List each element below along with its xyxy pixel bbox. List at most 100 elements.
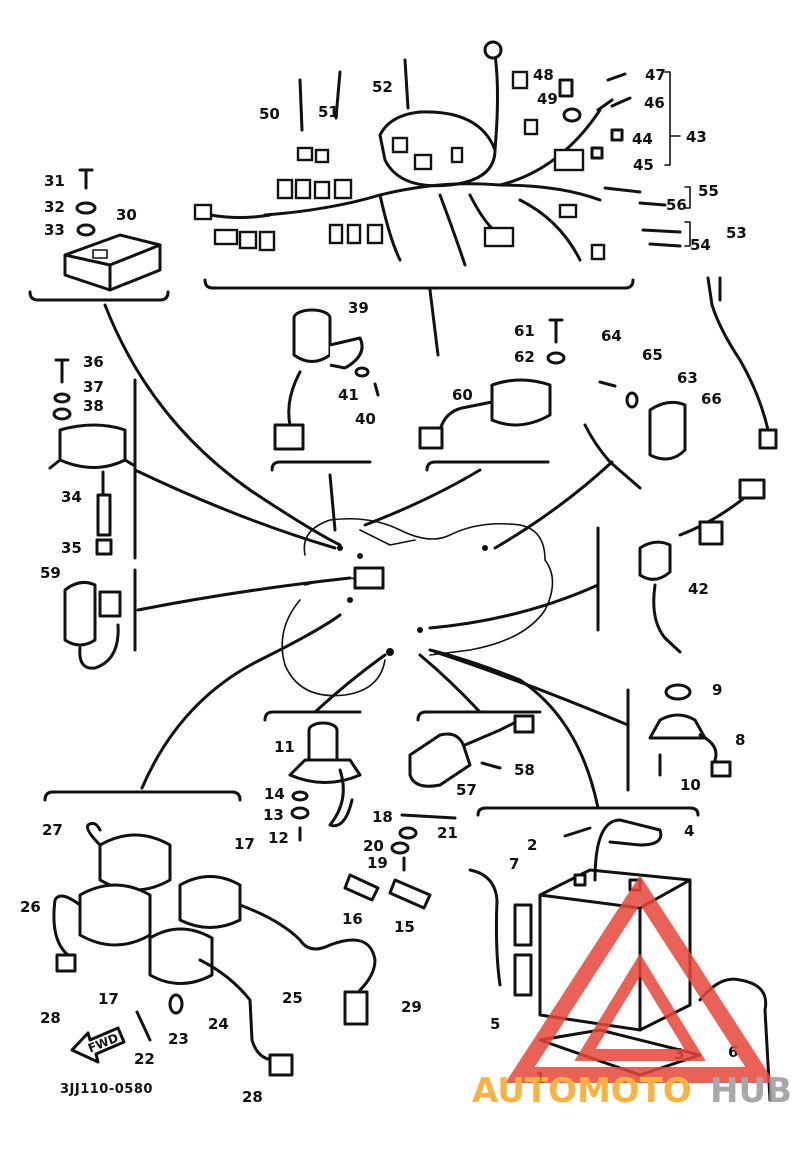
bracket-starter-relay (416, 710, 542, 722)
callout-31: 31 (44, 172, 65, 190)
harness-trunk (263, 182, 602, 217)
callout-17-bottom: 17 (98, 990, 119, 1008)
bracket-43 (664, 71, 681, 166)
callout-28-left: 28 (40, 1009, 61, 1027)
callout-5: 5 (490, 1015, 500, 1033)
watermark: AUTOMOTO HUB (472, 875, 792, 1111)
part-56-wire (638, 201, 667, 207)
watermark-text-secondary: HUB (710, 1071, 792, 1111)
part-59-relay (63, 580, 122, 670)
leader-pickup (363, 468, 482, 527)
part-58-bolt (480, 761, 502, 770)
part-45 (590, 146, 604, 160)
part-7-cable (468, 868, 502, 987)
harness-right-lower (518, 198, 582, 262)
callout-16: 16 (342, 910, 363, 928)
part-65-washer (625, 391, 639, 409)
callout-8: 8 (735, 731, 745, 749)
watermark-triangle-inner (574, 953, 706, 1061)
callout-17-top: 17 (234, 835, 255, 853)
callout-34: 34 (61, 488, 82, 506)
parts-31-33-hardware (75, 168, 97, 237)
callout-58: 58 (514, 761, 535, 779)
harness-drop (378, 193, 402, 262)
part-30-cdi-unit (63, 233, 162, 292)
callout-28-bottom: 28 (242, 1088, 263, 1106)
callout-29: 29 (401, 998, 422, 1016)
callout-47: 47 (645, 66, 666, 84)
part-16-sensor (343, 873, 380, 902)
callout-32: 32 (44, 198, 65, 216)
callout-51: 51 (318, 103, 339, 121)
callout-37: 37 (83, 378, 104, 396)
part-5-tube-2 (513, 953, 533, 997)
part-36-screw (54, 358, 70, 384)
part-8-horn (648, 683, 732, 778)
callout-66: 66 (701, 390, 722, 408)
harness-right-upper (498, 108, 602, 187)
frame-silhouette (281, 517, 554, 697)
part-2-terminal (563, 826, 592, 838)
part-48-bolt (558, 78, 574, 98)
callout-21: 21 (437, 824, 458, 842)
harness-small-parts (298, 58, 691, 248)
callout-40: 40 (355, 410, 376, 428)
watermark-triangle-outer (505, 875, 775, 1083)
sensors-15-21 (343, 813, 457, 910)
part-5-tube (513, 903, 533, 947)
part-53-wire (641, 228, 682, 234)
callout-24: 24 (208, 1015, 229, 1033)
bracket-53-54 (684, 221, 691, 247)
callout-30: 30 (116, 206, 137, 224)
part-62-washer (546, 351, 566, 365)
part-9-gasket (664, 683, 692, 701)
frame-wire (359, 529, 416, 546)
harness-left-branch (208, 213, 272, 219)
callout-57: 57 (456, 781, 477, 799)
part-14-washer (291, 790, 309, 802)
callout-10: 10 (680, 776, 701, 794)
callout-43: 43 (686, 128, 707, 146)
part-15-sensor (388, 878, 432, 910)
callout-50: 50 (259, 105, 280, 123)
leader-harness (428, 288, 440, 357)
bracket-main-switch (270, 460, 372, 472)
callout-53: 53 (726, 224, 747, 242)
callout-9: 9 (712, 681, 722, 699)
part-18-wire (400, 813, 457, 820)
callout-25: 25 (282, 989, 303, 1007)
callout-55: 55 (698, 182, 719, 200)
part-54-wire (648, 242, 682, 248)
callout-36: 36 (83, 353, 104, 371)
callout-46: 46 (644, 94, 665, 112)
part-63-relay (598, 380, 687, 461)
parts-50-51-52-clips (298, 58, 410, 132)
callout-64: 64 (601, 327, 622, 345)
bracket-pickup (425, 460, 550, 472)
leader-coils (140, 613, 342, 790)
callout-20: 20 (363, 837, 384, 855)
harness-grommet (483, 40, 503, 60)
part-66-lead-wire (706, 276, 778, 450)
leader-flasher (133, 468, 337, 550)
leader-starter (418, 653, 482, 714)
leader-neutral (313, 653, 387, 714)
callout-4: 4 (684, 822, 694, 840)
callout-44: 44 (632, 130, 653, 148)
callout-61: 61 (514, 322, 535, 340)
frame-outline-bottom (281, 599, 386, 697)
callout-35: 35 (61, 539, 82, 557)
watermark-text-primary: AUTOMOTO (472, 1071, 692, 1111)
callout-33: 33 (44, 221, 65, 239)
part-44 (610, 128, 624, 142)
callout-15: 15 (394, 918, 415, 936)
part-13-washer (290, 806, 310, 820)
callout-18: 18 (372, 808, 393, 826)
wire-harness (193, 40, 606, 267)
part-20-washer (390, 841, 410, 855)
part-21-washer (398, 826, 418, 840)
part-46-terminals (596, 96, 632, 112)
callout-60: 60 (452, 386, 473, 404)
leader-42 (428, 583, 600, 630)
